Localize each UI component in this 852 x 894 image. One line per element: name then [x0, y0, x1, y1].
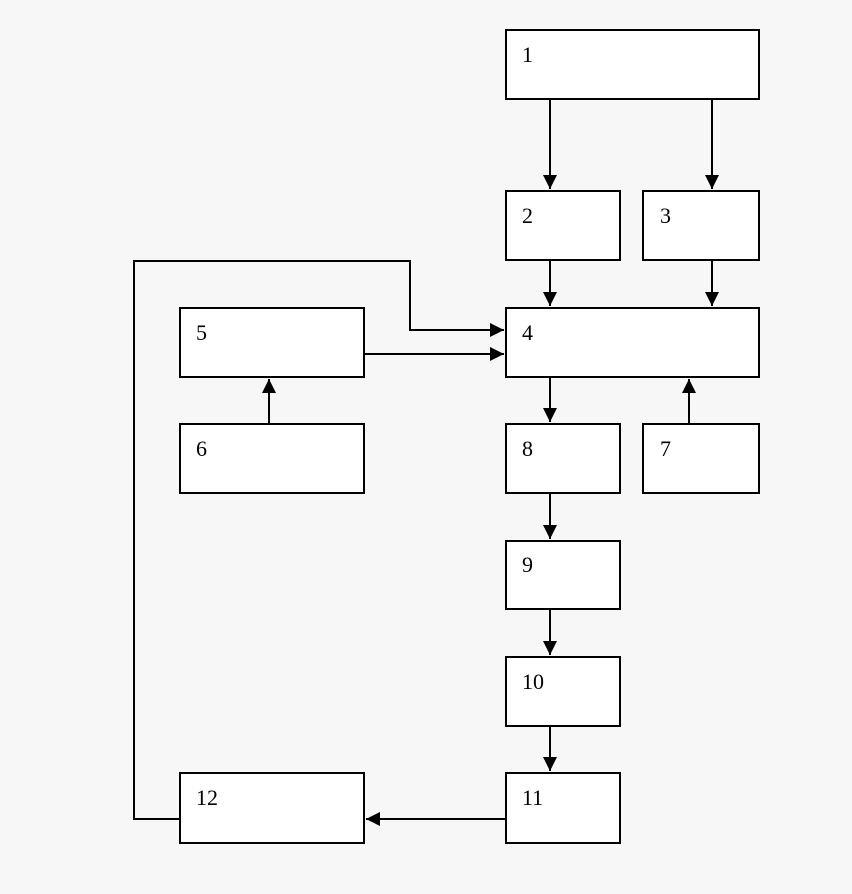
block-12-label: 12: [196, 785, 218, 810]
block-6-label: 6: [196, 436, 207, 461]
block-1: 1: [505, 29, 760, 100]
block-11-label: 11: [522, 785, 543, 810]
block-11: 11: [505, 772, 621, 844]
block-8: 8: [505, 423, 621, 494]
block-7-label: 7: [660, 436, 671, 461]
block-2-label: 2: [522, 203, 533, 228]
block-1-label: 1: [522, 42, 533, 67]
block-3-label: 3: [660, 203, 671, 228]
block-9-label: 9: [522, 552, 533, 577]
block-2: 2: [505, 190, 621, 261]
block-4: 4: [505, 307, 760, 378]
block-10-label: 10: [522, 669, 544, 694]
block-7: 7: [642, 423, 760, 494]
block-4-label: 4: [522, 320, 533, 345]
block-8-label: 8: [522, 436, 533, 461]
block-5-label: 5: [196, 320, 207, 345]
block-12: 12: [179, 772, 365, 844]
feedback-12-to-4: [133, 260, 504, 820]
block-6: 6: [179, 423, 365, 494]
block-3: 3: [642, 190, 760, 261]
block-10: 10: [505, 656, 621, 727]
block-9: 9: [505, 540, 621, 610]
block-5: 5: [179, 307, 365, 378]
